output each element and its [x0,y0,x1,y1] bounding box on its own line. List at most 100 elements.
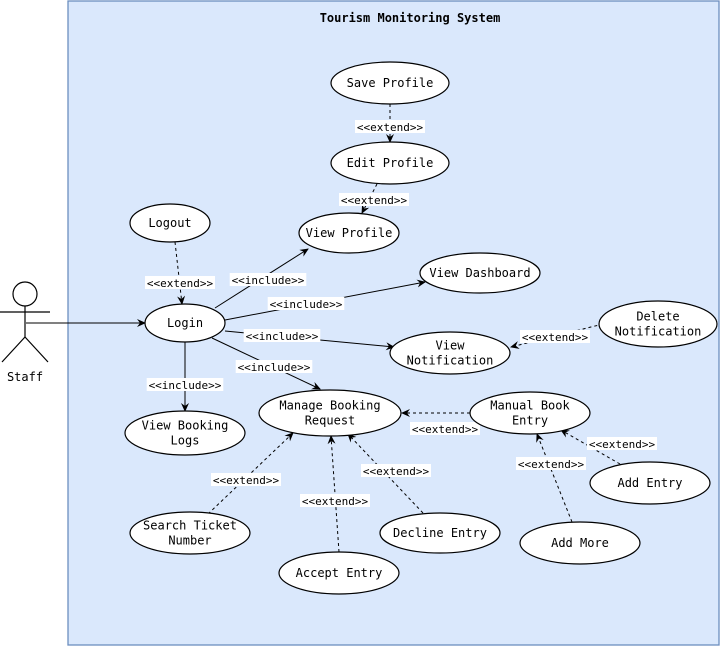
relationship-label-text: <<extend>> [213,474,280,487]
use-case-label: Number [168,534,211,548]
use-case-ellipse [469,391,591,435]
relationship-label-text: <<include>> [270,298,343,311]
label-background [211,473,281,486]
use-case-view-dashboard[interactable]: View Dashboard [419,252,541,294]
label-background [229,273,307,286]
use-case-logout[interactable]: Logout [129,203,211,243]
relationship-label-text: <<include>> [232,274,305,287]
relationship-label: <<include>> [235,360,313,374]
use-case-label: Add Entry [617,476,682,490]
relationship-label-text: <<include>> [149,379,222,392]
relationship-extend-edge [207,432,294,515]
relationship-label: <<extend>> [361,464,431,478]
relationship-label-text: <<extend>> [522,331,589,344]
relationship-extend-edge [536,433,573,523]
use-case-ellipse [129,203,211,243]
use-case-decline-entry[interactable]: Decline Entry [379,512,501,554]
use-case-add-entry[interactable]: Add Entry [589,461,711,505]
relationship-label: <<include>> [243,329,321,343]
edge-labels: <<extend>><<extend>><<extend>><<include>… [145,120,657,508]
use-case-ellipse [589,461,711,505]
relationship-label-text: <<include>> [246,330,319,343]
relationship-label-text: <<extend>> [357,121,424,134]
use-case-label: View Dashboard [429,266,530,280]
relationship-label: <<extend>> [587,437,657,451]
use-case-label: Edit Profile [347,156,434,170]
relationship-label: <<extend>> [211,473,281,487]
use-case-label: Logout [148,216,191,230]
actor-staff: Staff [0,281,50,384]
use-case-accept-entry[interactable]: Accept Entry [278,551,400,595]
actor-left-leg [1,336,26,363]
use-case-ellipse [144,303,226,343]
label-background [146,378,224,391]
label-background [243,329,321,342]
relationship-label-text: <<extend>> [363,465,430,478]
use-case-login[interactable]: Login [144,303,226,343]
use-case-label: Manual Book [490,399,570,413]
actor-right-leg [24,336,49,363]
use-case-edit-profile[interactable]: Edit Profile [330,141,450,185]
use-case-label: Delete [636,310,679,324]
label-background [145,276,215,289]
relationship-label: <<extend>> [145,276,215,290]
label-background [235,360,313,373]
relationship-extend-edge [510,323,604,349]
system-title: Tourism Monitoring System [320,11,501,25]
relationship-label-text: <<include>> [238,361,311,374]
use-case-label: Notification [615,325,702,339]
relationship-label-text: <<extend>> [341,194,408,207]
relationship-extend-edge [174,241,186,305]
use-case-label: Login [167,316,203,330]
relationship-label: <<include>> [267,297,345,311]
actor-head [12,281,38,307]
use-case-ellipse [389,331,511,375]
relationship-label: <<extend>> [520,330,590,344]
use-case-label: View Booking [142,419,229,433]
use-case-save-profile[interactable]: Save Profile [330,61,450,105]
relationship-label: <<extend>> [300,494,370,508]
use-case-view-profile[interactable]: View Profile [298,212,400,254]
use-case-ellipse [129,511,251,555]
use-case-ellipse [124,410,246,456]
use-case-ellipse [330,61,450,105]
relationship-label-text: <<extend>> [412,423,479,436]
use-case-label: View [436,339,466,353]
label-background [300,494,370,507]
use-case-ellipse [379,512,501,554]
relationship-label-text: <<extend>> [147,277,214,290]
label-background [267,297,345,310]
relationship-label: <<include>> [146,378,224,392]
use-case-label: Logs [171,434,200,448]
label-background [355,120,425,133]
use-case-ellipse [598,300,718,348]
use-case-ellipse [419,252,541,294]
relationship-extend-edge [560,429,621,465]
use-case-ellipse [278,551,400,595]
use-case-label: Search Ticket [143,519,237,533]
use-case-label: Manage Booking [279,399,380,413]
label-background [339,193,409,206]
actor-label: Staff [7,370,43,384]
use-case-ellipse [298,212,400,254]
relationship-label: <<extend>> [516,457,586,471]
label-background [520,330,590,343]
label-background [516,457,586,470]
use-case-add-more[interactable]: Add More [519,521,641,565]
relationship-label: <<extend>> [410,422,480,436]
use-case-label: Accept Entry [296,566,383,580]
use-case-label: View Profile [306,226,393,240]
relationship-label-text: <<extend>> [589,438,656,451]
label-background [361,464,431,477]
relationships: <<extend>><<extend>><<extend>><<include>… [26,104,657,553]
use-case-label: Save Profile [347,76,434,90]
